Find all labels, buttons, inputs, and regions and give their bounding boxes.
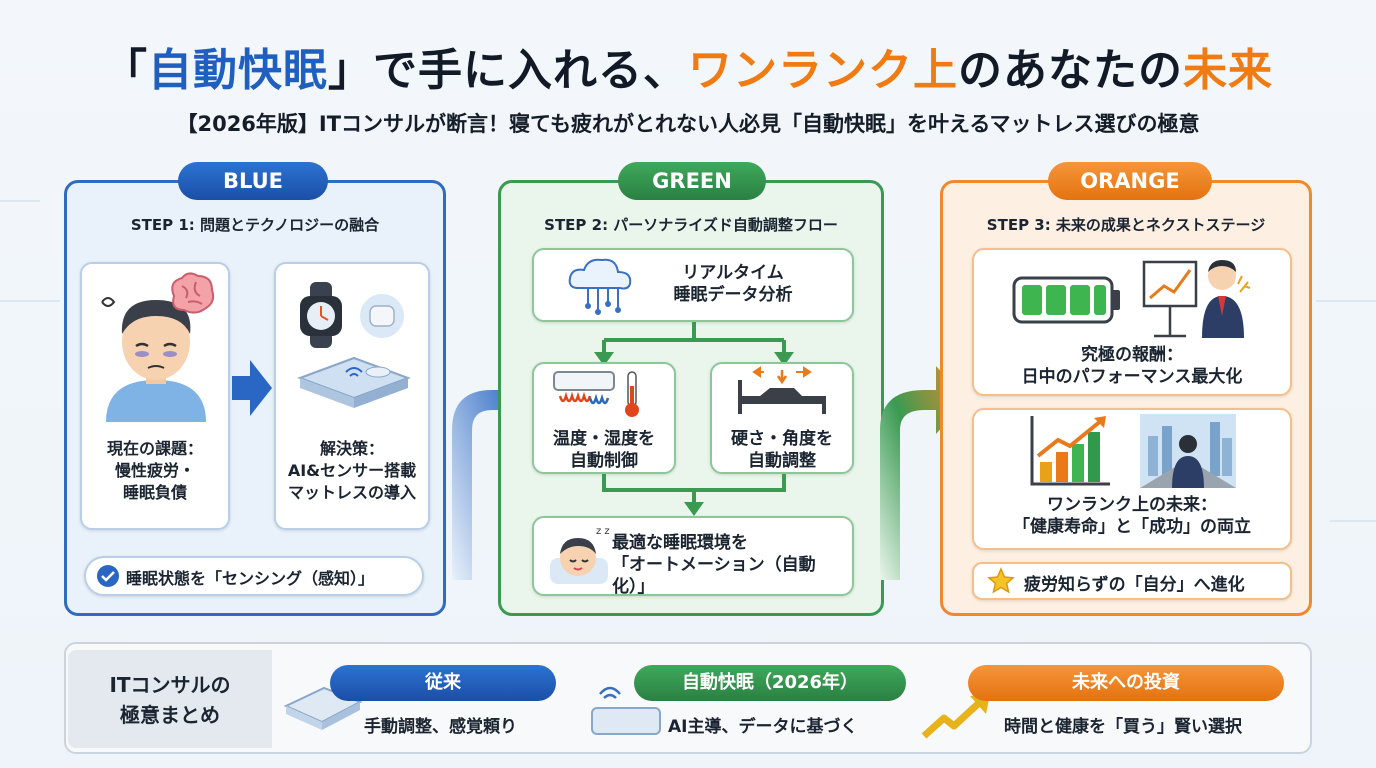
adjustable-bed-icon: [738, 366, 826, 414]
smartwatch-icon: [300, 282, 342, 348]
summary-pill-auto: 自動快眠（2026年）: [634, 665, 906, 701]
summary-text-investment: 時間と健康を「買う」賢い選択: [1004, 717, 1242, 737]
temperature-text: 温度・湿度を自動制御: [553, 429, 655, 471]
presenter-icon: [1142, 260, 1251, 338]
blue-arrow-icon: [232, 360, 272, 416]
cloud-data-icon: [568, 258, 632, 315]
solution-text: 解決策：AI&センサー搭載マットレスの導入: [287, 439, 417, 502]
performance-text: 究極の報酬：日中のパフォーマンス最大化: [1021, 345, 1243, 387]
sensor-icon: [360, 294, 404, 338]
background-decoration: [1316, 300, 1376, 302]
orange-step-title: STEP 3: 未来の成果とネクストステージ: [986, 216, 1266, 234]
growth-chart-icon: [1030, 416, 1110, 486]
sleeping-face-icon: z z: [550, 526, 610, 584]
summary-text-conventional: 手動調整、感覚頼り: [364, 717, 517, 737]
evolution-badge: [972, 562, 1292, 600]
evolution-text: 疲労知らずの「自分」へ進化: [1024, 575, 1245, 595]
split-flow-arrows: [594, 322, 794, 366]
page-subtitle: 【2026年版】ITコンサルが断言！寝ても疲れがとれない人必見「自動快眠」を叶え…: [176, 112, 1200, 136]
svg-text:z z: z z: [596, 526, 610, 537]
firmness-text: 硬さ・角度を自動調整: [731, 429, 833, 471]
star-icon: [987, 567, 1015, 594]
sensing-text: 睡眠状態を「センシング（感知）」: [126, 569, 375, 588]
blue-badge: BLUE: [178, 162, 328, 200]
wifi-mattress-icon: [591, 686, 661, 735]
sensing-badge: [84, 556, 424, 596]
brain-icon: [171, 272, 215, 314]
background-decoration: [1330, 520, 1376, 522]
problem-text: 現在の課題：慢性疲労・睡眠負債: [106, 439, 203, 502]
green-badge: GREEN: [618, 162, 766, 200]
orange-panel: [940, 180, 1312, 616]
merge-flow-arrows: [602, 474, 786, 516]
orange-badge: ORANGE: [1048, 162, 1212, 200]
thermometer-icon: [625, 371, 639, 417]
automation-text: 最適な睡眠環境を「オートメーション（自動化）」: [612, 533, 816, 597]
summary-text-auto: AI主導、データに基づく: [668, 717, 858, 737]
blue-step-title: STEP 1: 問題とテクノロジーの融合: [130, 216, 380, 234]
summary-pill-conventional: 従来: [330, 665, 556, 701]
smart-mattress-icon: [297, 356, 411, 408]
battery-icon: [1012, 276, 1120, 324]
check-icon: [97, 565, 119, 587]
data-analysis-text: リアルタイム睡眠データ分析: [673, 263, 793, 305]
businessman-city-icon: [1140, 414, 1236, 488]
summary-pill-investment: 未来への投資: [968, 665, 1284, 701]
page-title: 「自動快眠」で手に入れる、ワンランク上のあなたの未来: [103, 45, 1273, 96]
green-step-title: STEP 2: パーソナライズド自動調整フロー: [544, 216, 838, 234]
background-decoration: [0, 300, 60, 302]
air-conditioner-icon: [553, 371, 615, 405]
future-text: ワンランク上の未来：「健康寿命」と「成功」の両立: [1013, 495, 1251, 537]
background-decoration: [0, 200, 40, 202]
summary-heading: ITコンサルの極意まとめ: [68, 650, 272, 748]
tired-person-icon: [101, 297, 206, 422]
future-card: [972, 408, 1292, 550]
